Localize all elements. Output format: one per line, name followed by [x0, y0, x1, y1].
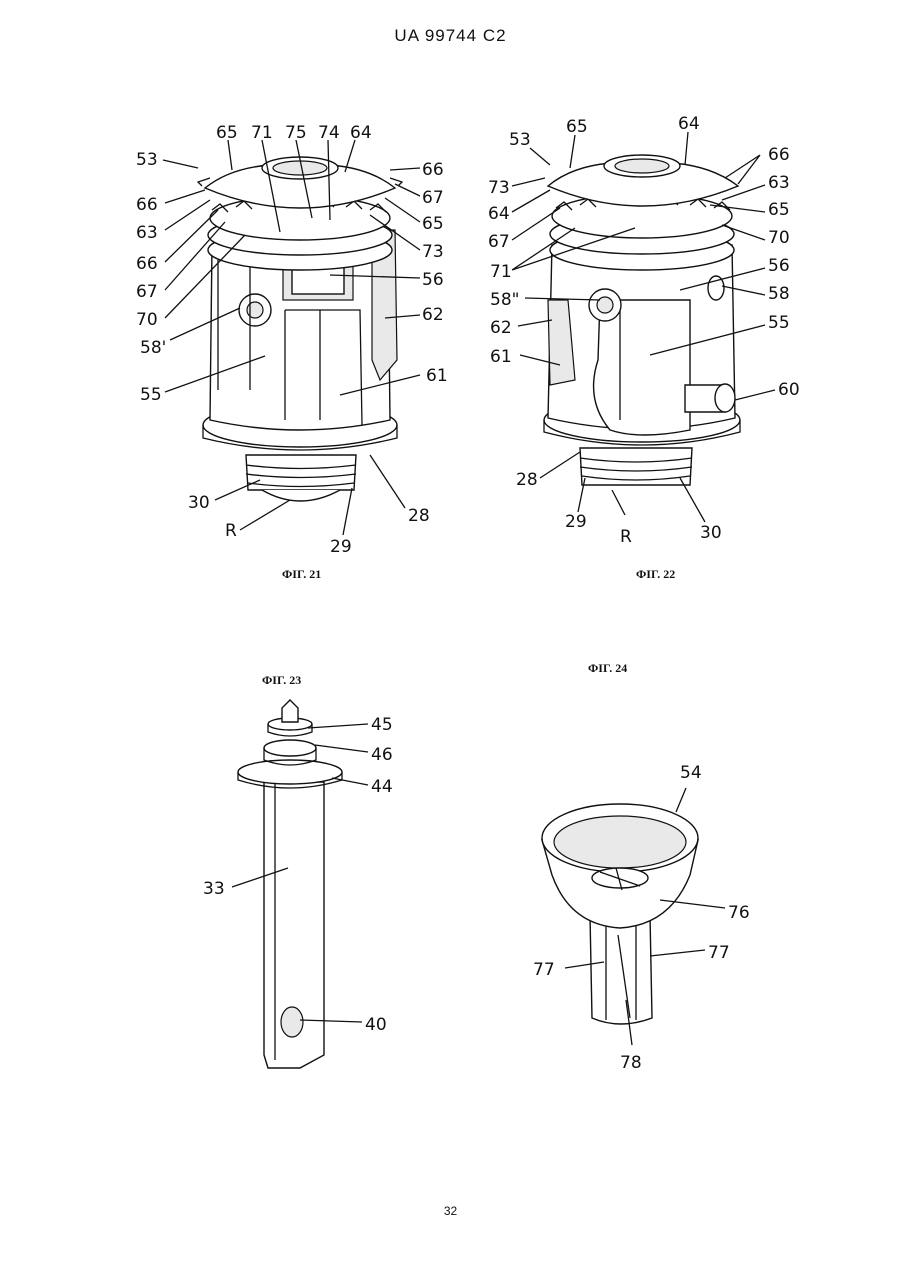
fig22-label-67: 67	[488, 232, 510, 252]
fig24-label-76: 76	[728, 903, 750, 923]
fig21-label-66c: 66	[136, 254, 158, 274]
fig21-label-29: 29	[330, 537, 352, 557]
fig22-label-R: R	[620, 527, 632, 547]
fig21-label-28: 28	[408, 506, 430, 526]
fig21-label-65: 65	[216, 123, 238, 143]
fig22-label-63: 63	[768, 173, 790, 193]
fig21-label-65b: 65	[422, 214, 444, 234]
figure-23: ФІГ. 23 45 46 44 33 40	[203, 673, 393, 1068]
fig21-label-66b: 66	[136, 195, 158, 215]
fig24-label-77l: 77	[533, 960, 555, 980]
fig22-label-70: 70	[768, 228, 790, 248]
fig24-label-77r: 77	[708, 943, 730, 963]
fig22-label-60: 60	[778, 380, 800, 400]
fig22-label-71: 71	[490, 262, 512, 282]
fig22-label-29: 29	[565, 512, 587, 532]
fig21-label-73: 73	[422, 242, 444, 262]
fig22-label-58: 58	[768, 284, 790, 304]
fig22-label-65: 65	[566, 117, 588, 137]
fig22-label-66: 66	[768, 145, 790, 165]
fig22-caption: ФІГ. 22	[636, 567, 675, 581]
fig23-label-40: 40	[365, 1015, 387, 1035]
fig21-label-74: 74	[318, 123, 340, 143]
fig23-label-33: 33	[203, 879, 225, 899]
figure-21: 53 65 71 75 74 64 66 67 66 63 65 73 66 6…	[136, 123, 448, 581]
fig22-label-64: 64	[678, 114, 700, 134]
fig21-label-67a: 67	[422, 188, 444, 208]
fig22-label-30: 30	[700, 523, 722, 543]
fig21-label-75: 75	[285, 123, 307, 143]
fig22-label-55: 55	[768, 313, 790, 333]
page-number: 32	[0, 1204, 901, 1218]
fig21-label-30: 30	[188, 493, 210, 513]
figure-24: ФІГ. 24 54 76 77 77 78	[533, 661, 750, 1073]
fig22-label-56: 56	[768, 256, 790, 276]
fig23-label-45: 45	[371, 715, 393, 735]
fig21-label-71: 71	[251, 123, 273, 143]
fig21-label-58p: 58'	[140, 338, 166, 358]
fig24-caption: ФІГ. 24	[588, 661, 627, 675]
fig21-label-67b: 67	[136, 282, 158, 302]
fig21-caption: ФІГ. 21	[282, 567, 321, 581]
fig21-label-R: R	[225, 521, 237, 541]
fig21-label-62: 62	[422, 305, 444, 325]
fig22-label-28: 28	[516, 470, 538, 490]
fig22-label-62: 62	[490, 318, 512, 338]
fig21-label-70: 70	[136, 310, 158, 330]
fig21-label-55: 55	[140, 385, 162, 405]
fig21-label-56: 56	[422, 270, 444, 290]
fig21-label-66a: 66	[422, 160, 444, 180]
fig23-caption: ФІГ. 23	[262, 673, 301, 687]
fig24-label-78: 78	[620, 1053, 642, 1073]
fig24-label-54: 54	[680, 763, 702, 783]
fig22-label-58pp: 58"	[490, 290, 519, 310]
fig22-label-65b: 65	[768, 200, 790, 220]
fig21-label-63: 63	[136, 223, 158, 243]
fig22-label-61: 61	[490, 347, 512, 367]
fig22-label-53: 53	[509, 130, 531, 150]
figure-22: 53 65 64 66 73 63 64 65 67 70 71 56 58" …	[488, 114, 800, 581]
fig22-label-73: 73	[488, 178, 510, 198]
fig21-label-61: 61	[426, 366, 448, 386]
fig23-label-44: 44	[371, 777, 393, 797]
fig21-label-64: 64	[350, 123, 372, 143]
fig22-label-64b: 64	[488, 204, 510, 224]
fig21-label-53: 53	[136, 150, 158, 170]
fig23-label-46: 46	[371, 745, 393, 765]
